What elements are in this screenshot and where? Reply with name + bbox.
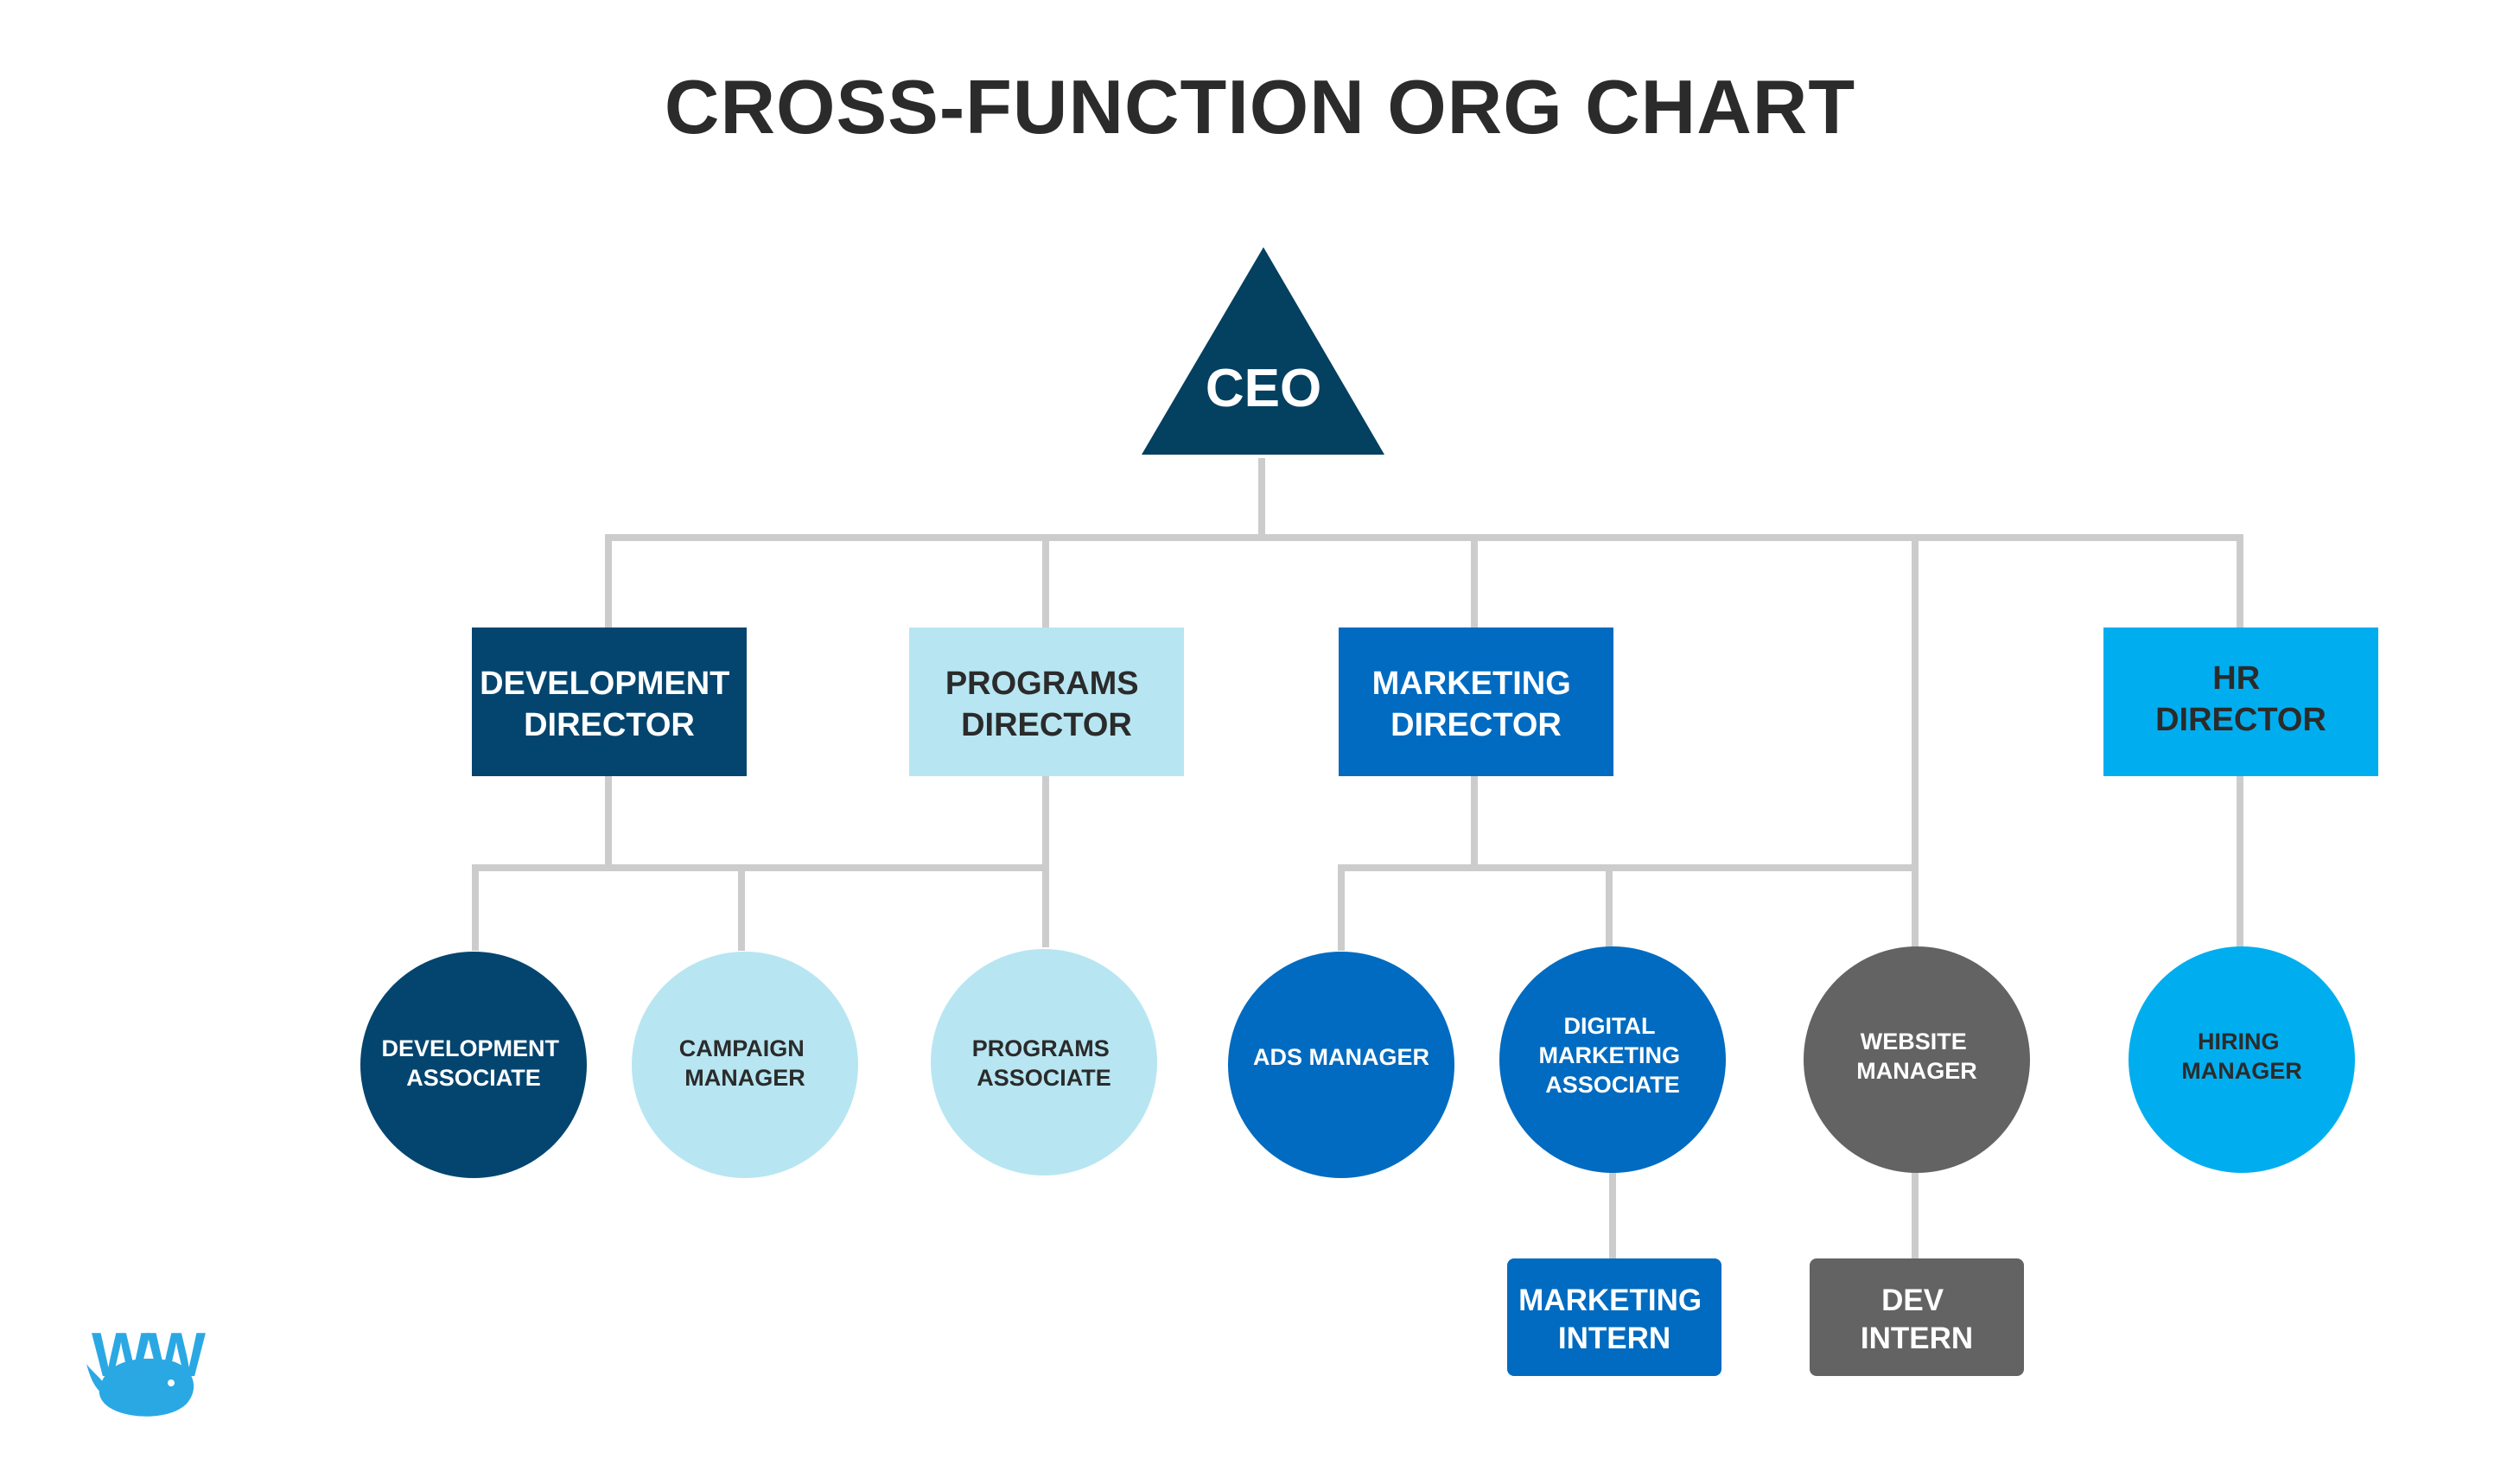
connectors [472,458,2243,1258]
director-marketing: MARKETING DIRECTOR [1339,628,1613,776]
staff-digital-marketing-associate: DIGITAL MARKETING ASSOCIATE [1499,946,1726,1173]
staff-development-associate: DEVELOPMENT ASSOCIATE [360,952,587,1178]
director-programs: PROGRAMS DIRECTOR [909,628,1184,776]
staff-digital-marketing-associate-label-line-1: DIGITAL [1563,1013,1655,1039]
staff-campaign-manager: CAMPAIGN MANAGER [632,952,858,1178]
svg-text:MARKETING DIRECTOR: MARKETING DIRECTOR [1372,666,1581,743]
staff-website-manager: WEBSITE MANAGER [1804,946,2030,1173]
director-programs-label-line-2: DIRECTOR [961,707,1132,743]
svg-text:PROGRAMS ASSOCIATE: PROGRAMS ASSOCIATE [972,1035,1117,1091]
director-development-label-line-2: DIRECTOR [524,707,695,743]
staff-website-manager-circle [1804,946,2030,1173]
intern-dev-label-line-2: INTERN [1861,1322,1973,1355]
whale-logo-icon: WW [86,1321,209,1417]
director-hr-box [2103,628,2378,776]
svg-text:HIRING MANAGER: HIRING MANAGER [2181,1029,2302,1084]
director-marketing-box [1339,628,1613,776]
whale-eye [168,1379,175,1386]
staff-hiring-manager-label-line-1: HIRING [2198,1029,2280,1054]
ceo-label: CEO [1206,359,1321,418]
staff-programs-associate-label-line-2: ASSOCIATE [977,1065,1111,1091]
director-marketing-label-line-1: MARKETING [1372,666,1571,702]
director-marketing-label-line-2: DIRECTOR [1390,707,1562,743]
staff-ads-manager-label-line-1: ADS MANAGER [1253,1044,1429,1070]
staff-website-manager-label-line-1: WEBSITE [1861,1029,1967,1054]
director-development: DEVELOPMENT DIRECTOR [472,628,747,776]
svg-text:DEVELOPMENT DIRECTOR: DEVELOPMENT DIRECTOR [480,666,739,743]
staff-digital-marketing-associate-circle [1499,946,1726,1173]
svg-text:PROGRAMS DIRECTOR: PROGRAMS DIRECTOR [945,666,1148,743]
intern-dev-box [1810,1258,2024,1376]
director-hr: HR DIRECTOR [2103,628,2378,776]
svg-text:ADS MANAGER: ADS MANAGER [1253,1044,1429,1070]
staff-programs-associate: PROGRAMS ASSOCIATE [931,949,1157,1175]
staff-digital-marketing-associate-label-line-3: ASSOCIATE [1545,1072,1680,1098]
whale-tail [86,1364,105,1393]
intern-dev-label-line-1: DEV [1881,1284,1944,1317]
director-hr-label-line-2: DIRECTOR [2155,702,2326,738]
staff-digital-marketing-associate-label-line-2: MARKETING [1538,1042,1680,1068]
staff-campaign-manager-label-line-2: MANAGER [684,1065,805,1091]
staff-campaign-manager-circle [632,952,858,1178]
svg-text:DEV INTERN: DEV INTERN [1861,1284,1973,1355]
staff-hiring-manager: HIRING MANAGER [2129,946,2355,1173]
whale-body [99,1358,194,1417]
svg-text:DEVELOPMENT ASSOCIATE: DEVELOPMENT ASSOCIATE [381,1035,565,1091]
staff-campaign-manager-label-line-1: CAMPAIGN [679,1035,805,1061]
intern-marketing-label-line-1: MARKETING [1518,1284,1702,1317]
page-title: CROSS-FUNCTION ORG CHART [664,64,1856,150]
director-development-box [472,628,747,776]
intern-marketing: MARKETING INTERN [1507,1258,1721,1376]
svg-text:CAMPAIGN MANAGER: CAMPAIGN MANAGER [679,1035,811,1091]
director-development-label-line-1: DEVELOPMENT [480,666,729,702]
staff-website-manager-label-line-2: MANAGER [1856,1058,1977,1084]
staff-programs-associate-label-line-1: PROGRAMS [972,1035,1110,1061]
staff-development-associate-label-line-2: ASSOCIATE [406,1065,541,1091]
svg-text:DIGITAL MARKETING: DIGITAL MARKETING ASSOCIATE [1538,1013,1686,1098]
svg-text:WEBSITE MANAGER: WEBSITE MANAGER [1856,1029,1977,1084]
svg-text:HR DIRECTOR: HR DIRECTOR [2155,660,2326,738]
ceo-triangle [1142,247,1384,455]
intern-marketing-box [1507,1258,1721,1376]
svg-text:MARKETING INTERN: MARKETING INTERN [1518,1284,1710,1355]
staff-ads-manager-circle [1228,952,1454,1178]
staff-development-associate-circle [360,952,587,1178]
staff-hiring-manager-label-line-2: MANAGER [2181,1058,2302,1084]
intern-marketing-label-line-2: INTERN [1558,1322,1670,1355]
staff-development-associate-label-line-1: DEVELOPMENT [381,1035,559,1061]
director-programs-label-line-1: PROGRAMS [945,666,1139,702]
staff-programs-associate-circle [931,949,1157,1175]
intern-dev: DEV INTERN [1810,1258,2024,1376]
director-hr-label-line-1: HR [2212,660,2260,697]
staff-hiring-manager-circle [2129,946,2355,1173]
staff-ads-manager: ADS MANAGER [1228,952,1454,1178]
ceo-node: CEO [1142,247,1384,455]
director-programs-box [909,628,1184,776]
